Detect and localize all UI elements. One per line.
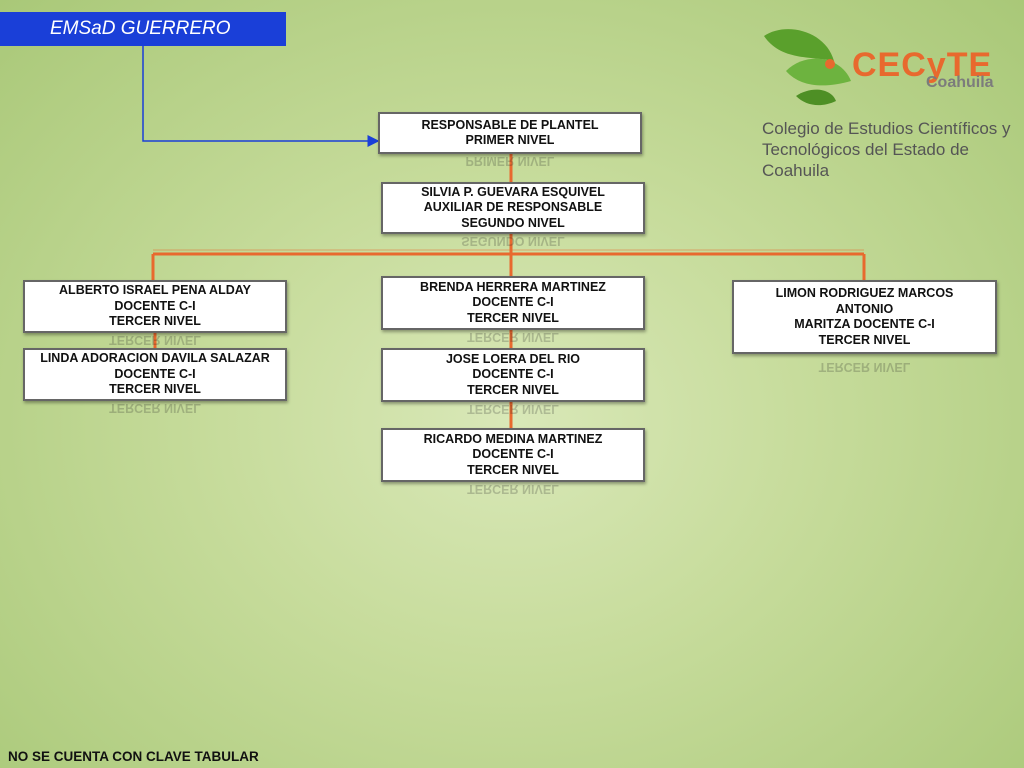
cecyte-logo: CECyTE Coahuila Colegio de Estudios Cien… [750, 22, 1011, 180]
node-limon-line2: ANTONIO [835, 301, 894, 316]
node-jose-line3: TERCER NIVEL [467, 382, 559, 397]
node-brenda-line1: BRENDA HERRERA MARTINEZ [420, 279, 606, 294]
leaf-logo-icon [764, 29, 851, 106]
node-ricardo-line3: TERCER NIVEL [467, 462, 559, 477]
node-responsable-reflection: PRIMER NIVEL [465, 157, 555, 168]
logo-subtitle: Colegio de Estudios Científicos y Tecnol… [762, 118, 1012, 181]
title-to-responsable-arrow [142, 46, 380, 147]
node-auxiliar-reflection: SEGUNDO NIVEL [461, 237, 565, 248]
node-linda-reflection: TERCER NIVEL [109, 404, 201, 415]
node-auxiliar-line3: SEGUNDO NIVEL [461, 215, 565, 230]
node-auxiliar: SILVIA P. GUEVARA ESQUIVEL AUXILIAR DE R… [381, 182, 645, 234]
node-brenda-reflection: TERCER NIVEL [467, 333, 559, 344]
node-linda-line1: LINDA ADORACION DAVILA SALAZAR [40, 351, 270, 366]
node-jose-line2: DOCENTE C-I [472, 367, 554, 382]
node-auxiliar-line2: AUXILIAR DE RESPONSABLE [423, 200, 603, 215]
orange-connectors [151, 154, 866, 428]
node-alberto-line2: DOCENTE C-I [114, 298, 196, 313]
node-limon: LIMON RODRIGUEZ MARCOS ANTONIO MARITZA D… [732, 280, 997, 354]
node-limon-line1: LIMON RODRIGUEZ MARCOS [775, 286, 954, 300]
logo-subtitle-line2: Tecnológicos del Estado de Coahuila [762, 140, 969, 180]
node-ricardo-line1: RICARDO MEDINA MARTINEZ [423, 431, 603, 446]
node-jose-reflection: TERCER NIVEL [467, 405, 559, 416]
node-ricardo: RICARDO MEDINA MARTINEZ DOCENTE C-I TERC… [381, 428, 645, 482]
node-alberto-reflection: TERCER NIVEL [109, 336, 201, 347]
node-limon-reflection: TERCER NIVEL [818, 363, 911, 374]
node-alberto-line3: TERCER NIVEL [109, 314, 201, 329]
node-alberto-line1: ALBERTO ISRAEL PENA ALDAY [59, 283, 251, 298]
node-linda-line3: TERCER NIVEL [109, 382, 201, 397]
node-responsable-line1: RESPONSABLE DE PLANTEL [421, 117, 599, 132]
diagram-title-text: EMSaD GUERRERO [50, 18, 231, 39]
node-brenda: BRENDA HERRERA MARTINEZ DOCENTE C-I TERC… [381, 276, 645, 330]
node-responsable-line2: PRIMER NIVEL [465, 133, 555, 147]
logo-name: CECyTE [852, 46, 993, 84]
diagram-title: EMSaD GUERRERO [0, 12, 286, 46]
node-brenda-line2: DOCENTE C-I [472, 295, 554, 310]
node-ricardo-line2: DOCENTE C-I [472, 447, 554, 462]
node-auxiliar-line1: SILVIA P. GUEVARA ESQUIVEL [421, 184, 605, 199]
node-limon-line3: MARITZA DOCENTE C-I [794, 317, 935, 331]
node-linda: LINDA ADORACION DAVILA SALAZAR DOCENTE C… [23, 348, 287, 401]
node-responsable: RESPONSABLE DE PLANTEL PRIMER NIVEL [378, 112, 642, 154]
node-brenda-line3: TERCER NIVEL [467, 310, 559, 325]
node-jose: JOSE LOERA DEL RIO DOCENTE C-I TERCER NI… [381, 348, 645, 402]
node-ricardo-reflection: TERCER NIVEL [467, 485, 559, 496]
footer-note: NO SE CUENTA CON CLAVE TABULAR [8, 749, 259, 764]
node-jose-line1: JOSE LOERA DEL RIO [445, 351, 581, 366]
node-limon-line4: TERCER NIVEL [818, 332, 911, 347]
node-linda-line2: DOCENTE C-I [114, 366, 196, 381]
node-alberto: ALBERTO ISRAEL PENA ALDAY DOCENTE C-I TE… [23, 280, 287, 333]
logo-subtitle-line1: Colegio de Estudios Científicos y [762, 119, 1011, 138]
logo-region: Coahuila [926, 74, 994, 91]
